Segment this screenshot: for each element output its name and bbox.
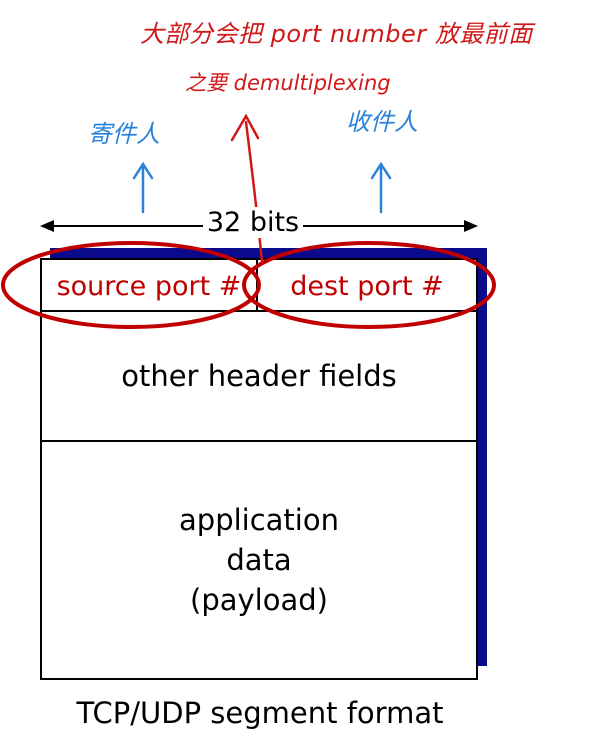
bits-width-label: 32 bits — [203, 207, 303, 238]
payload-line-2: data — [226, 543, 292, 577]
diagram-caption: TCP/UDP segment format — [76, 696, 444, 730]
sender-up-arrow — [132, 161, 154, 214]
sender-label: 寄件人 — [88, 120, 160, 148]
other-header-fields: other header fields — [121, 359, 397, 393]
payload-field: application data (payload) — [42, 442, 476, 678]
segment-box — [40, 258, 478, 680]
red-note-arrow — [230, 113, 264, 264]
payload-line-1: application — [179, 503, 339, 537]
handwritten-note-line-1: 大部分会把 port number 放最前面 — [140, 20, 533, 48]
source-port-field: source port # — [56, 270, 242, 302]
dest-port-field: dest port # — [290, 270, 444, 302]
receiver-label: 收件人 — [346, 108, 418, 136]
handwritten-note-line-2: 之要 demultiplexing — [185, 71, 391, 95]
payload-line-3: (payload) — [190, 583, 328, 617]
source-port-ellipse — [1, 241, 261, 329]
receiver-up-arrow — [370, 161, 392, 214]
dest-port-ellipse — [242, 241, 496, 329]
